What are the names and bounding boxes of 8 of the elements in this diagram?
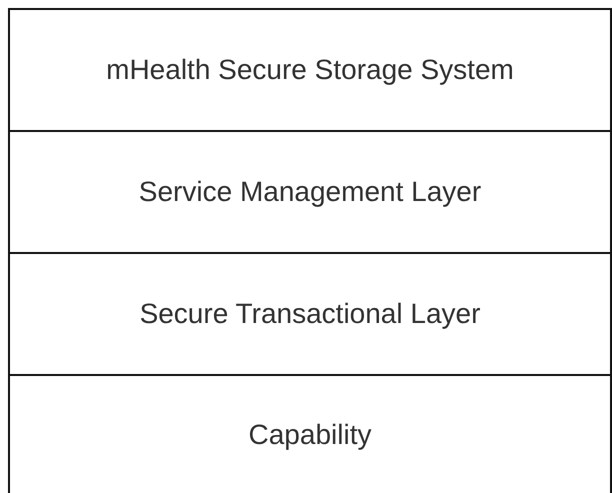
layer-box	[8, 130, 612, 254]
layer-box	[8, 8, 612, 132]
layer-label: Capability	[248, 418, 372, 450]
layer-label: mHealth Secure Storage System	[106, 54, 514, 86]
layer-label: Secure Transactional Layer	[140, 298, 480, 330]
layer-label: Service Management Layer	[138, 176, 482, 208]
layer-box	[8, 252, 612, 376]
layer-box	[8, 374, 612, 493]
